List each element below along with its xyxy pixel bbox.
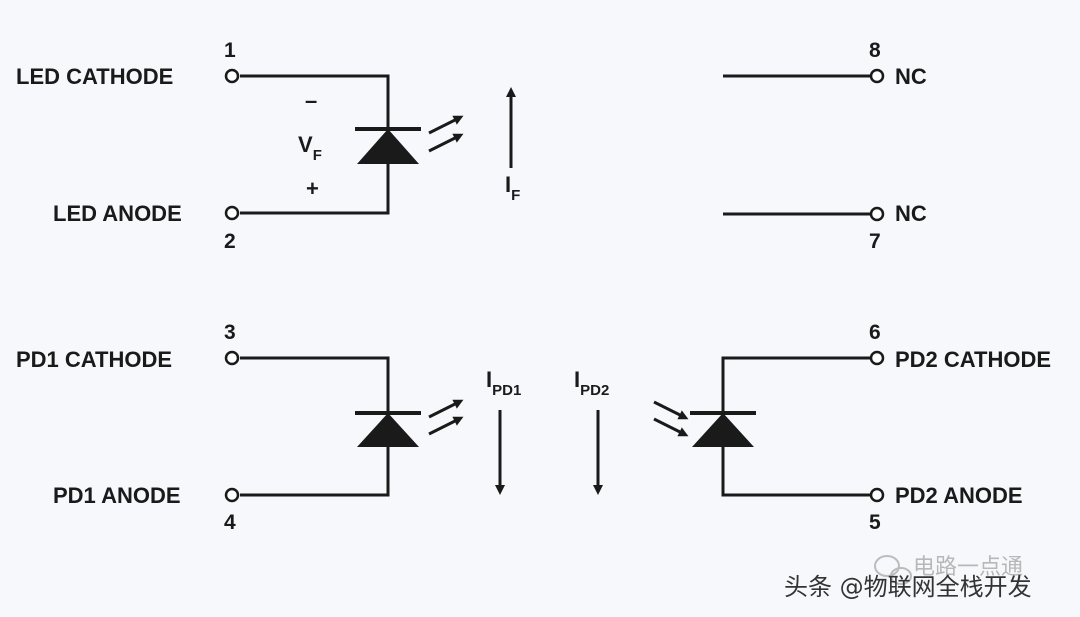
pin6-number: 6 (869, 321, 881, 344)
pin4-label: PD1 ANODE (53, 483, 181, 508)
vf-sub: F (313, 147, 322, 164)
pin2-terminal (224, 205, 240, 221)
pin8-number: 8 (869, 39, 881, 62)
if-label: IF (505, 172, 520, 204)
pin6-label: PD2 CATHODE (895, 347, 1051, 372)
led-diode-symbol (355, 127, 421, 164)
pin3-number: 3 (224, 321, 236, 344)
pin5-terminal (869, 487, 885, 503)
pin8-label: NC (895, 64, 927, 89)
vf-minus: – (305, 88, 317, 113)
pd2-light-arrows (653, 400, 689, 437)
ipd2-sub: PD2 (580, 382, 609, 399)
pin6-terminal (869, 350, 885, 366)
pin4-number: 4 (224, 511, 236, 534)
if-sub: F (511, 187, 520, 204)
pin4-terminal (224, 487, 240, 503)
pd1-light-arrows (428, 399, 464, 436)
pd1-diode-symbol (355, 411, 421, 447)
ipd1-sub: PD1 (492, 382, 521, 399)
pin8-terminal (869, 68, 885, 84)
pin7-number: 7 (869, 230, 881, 253)
pin2-label: LED ANODE (53, 201, 182, 226)
pin7-terminal (869, 206, 885, 222)
pin5-label: PD2 ANODE (895, 483, 1023, 508)
pin1-terminal (224, 68, 240, 84)
ipd2-main: I (574, 367, 580, 392)
pin1-label: LED CATHODE (16, 64, 173, 89)
ipd1-label: IPD1 (486, 367, 521, 399)
if-main: I (505, 172, 511, 197)
pin2-number: 2 (224, 230, 236, 253)
pin3-label: PD1 CATHODE (16, 347, 172, 372)
pin7-label: NC (895, 201, 927, 226)
vf-plus: + (306, 176, 319, 201)
vf-label: VF (298, 132, 322, 164)
pd1-wire (240, 356, 390, 497)
vf-main: V (298, 132, 313, 157)
ipd2-label: IPD2 (574, 367, 609, 399)
faded-watermark: 电路一点通 (913, 555, 1023, 580)
pd2-wire (721, 356, 870, 497)
led-emission-arrows (428, 115, 464, 153)
pd2-diode-symbol (690, 411, 756, 447)
ipd1-main: I (486, 367, 492, 392)
pin3-terminal (224, 350, 240, 366)
pin5-number: 5 (869, 511, 881, 534)
watermark-text: 头条 @物联网全栈开发 (784, 573, 1032, 601)
pin1-number: 1 (224, 39, 236, 62)
wechat-icon (874, 555, 912, 585)
